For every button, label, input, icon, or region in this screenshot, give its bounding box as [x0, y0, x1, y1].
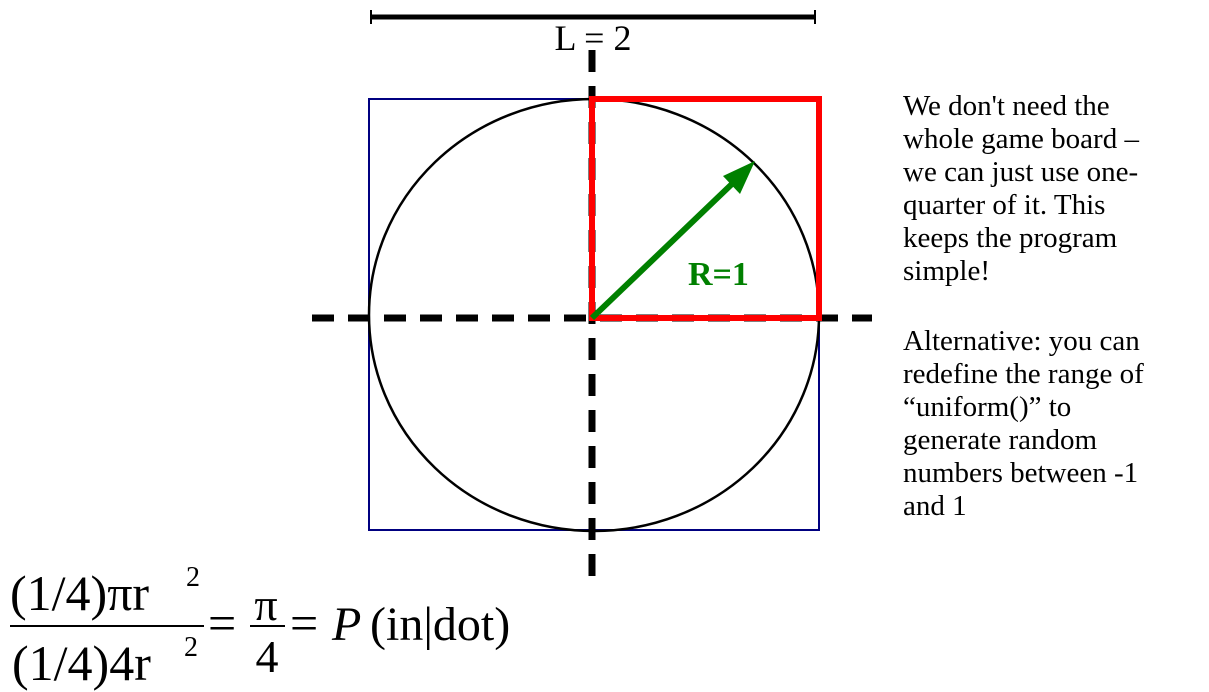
formula-equals-1: =	[208, 595, 236, 651]
formula-equals-2: =	[290, 595, 318, 651]
explanation-paragraph: We don't need the whole game board – we …	[903, 90, 1139, 287]
formula-denominator-exponent: 2	[184, 632, 198, 663]
formula-probability-argument: (in|dot)	[370, 598, 510, 651]
formula-pi: π	[254, 579, 277, 630]
formula-pi-denominator: 4	[256, 631, 279, 682]
formula-probability-p: P	[331, 598, 361, 651]
formula-numerator: (1/4)πr	[10, 565, 149, 621]
alternative-paragraph: Alternative: you can redefine the range …	[903, 325, 1144, 522]
quarter-square	[589, 96, 822, 321]
formula-numerator-exponent: 2	[186, 562, 200, 593]
length-dimension-bar	[370, 10, 816, 24]
radius-arrow	[589, 161, 755, 321]
probability-formula: (1/4)πr 2 (1/4)4r 2 = π 4 = P (in|dot)	[10, 562, 510, 691]
radius-label: R=1	[688, 256, 749, 293]
formula-denominator: (1/4)4r	[12, 635, 151, 691]
